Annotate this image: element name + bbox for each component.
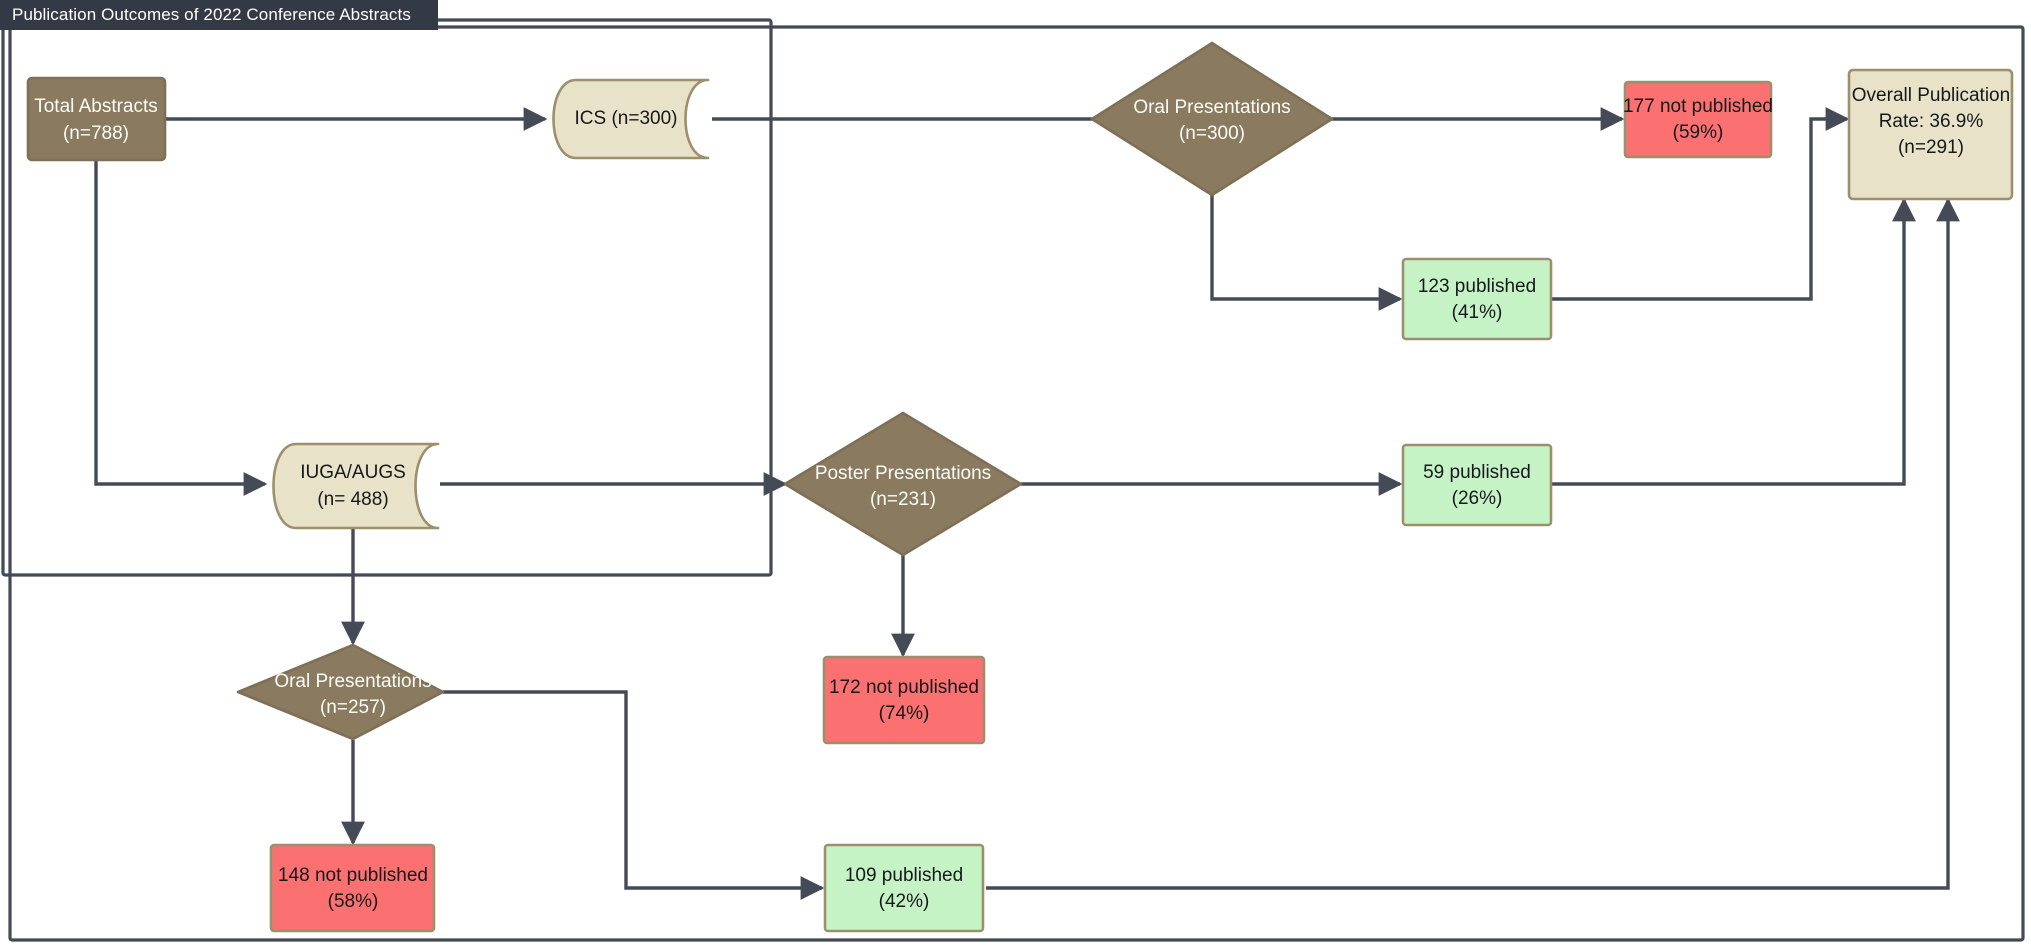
node-ics-oral-published-line2: (41%): [1452, 302, 1503, 323]
node-overall-publication-rate-line1: Overall Publication: [1852, 85, 2010, 106]
edge-total-to-iuga: [94, 160, 268, 496]
node-poster-presentations-line2: (n=231): [870, 489, 936, 510]
outer-frame: [8, 25, 2025, 942]
node-ics-oral-presentations-line1: Oral Presentations: [1133, 97, 1290, 118]
node-ics-oral-presentations[interactable]: Oral Presentations (n=300): [1090, 41, 1334, 197]
node-ics-shape: [552, 78, 710, 160]
node-poster-published-line2: (26%): [1452, 488, 1503, 509]
node-poster-published-line1: 59 published: [1423, 462, 1531, 483]
node-poster-presentations-line1: Poster Presentations: [815, 463, 991, 484]
node-iuga-oral-published-line1: 109 published: [845, 865, 963, 886]
node-poster-published[interactable]: 59 published (26%): [1401, 443, 1553, 527]
node-ics-oral-published-shape: [1401, 257, 1553, 341]
node-iuga-augs-line1: IUGA/AUGS: [300, 462, 406, 483]
node-overall-publication-rate-line2: Rate: 36.9%: [1879, 111, 1984, 132]
node-poster-not-published-line2: (74%): [879, 703, 930, 724]
node-poster-not-published[interactable]: 172 not published (74%): [822, 655, 986, 745]
node-ics-oral-published[interactable]: 123 published (41%): [1401, 257, 1553, 341]
node-iuga-oral-not-published-shape: [269, 843, 436, 933]
node-total-abstracts-shape: [26, 76, 167, 162]
node-overall-publication-rate-shape: [1847, 68, 2014, 201]
node-ics[interactable]: ICS (n=300): [552, 78, 710, 160]
node-ics-oral-not-published[interactable]: 177 not published (59%): [1623, 80, 1773, 159]
edge-layer: [94, 107, 1960, 900]
node-iuga-augs[interactable]: IUGA/AUGS (n= 488): [272, 442, 440, 530]
edge-ics-oral-to-published: [1210, 167, 1403, 311]
node-poster-not-published-shape: [822, 655, 986, 745]
node-total-abstracts-line2: (n=788): [63, 123, 129, 144]
node-poster-published-shape: [1401, 443, 1553, 527]
node-overall-publication-rate-line3: (n=291): [1898, 137, 1964, 158]
edge-iuga-oral-to-published: [443, 690, 825, 900]
node-iuga-oral-published[interactable]: 109 published (42%): [823, 843, 985, 933]
node-ics-oral-presentations-shape: [1090, 41, 1334, 197]
edge-ics-published-to-overall: [1552, 107, 1850, 301]
node-iuga-oral-published-shape: [823, 843, 985, 933]
window-title-bar: Publication Outcomes of 2022 Conference …: [0, 0, 438, 30]
node-iuga-oral-presentations-line1: Oral Presentations: [274, 671, 431, 692]
window-title-text: Publication Outcomes of 2022 Conference …: [12, 5, 411, 24]
node-iuga-oral-presentations-line2: (n=257): [320, 697, 386, 718]
node-ics-oral-published-line1: 123 published: [1418, 276, 1536, 297]
node-total-abstracts[interactable]: Total Abstracts (n=788): [26, 76, 167, 162]
node-ics-oral-presentations-line2: (n=300): [1179, 123, 1245, 144]
node-overall-publication-rate[interactable]: Overall Publication Rate: 36.9% (n=291): [1847, 68, 2014, 201]
node-ics-label: ICS (n=300): [575, 108, 678, 129]
edge-iuga-published-to-overall: [986, 197, 1960, 890]
node-iuga-oral-not-published-line1: 148 not published: [278, 865, 428, 886]
node-iuga-oral-not-published[interactable]: 148 not published (58%): [269, 843, 436, 933]
node-iuga-augs-shape: [272, 442, 440, 530]
node-iuga-augs-line2: (n= 488): [317, 489, 388, 510]
node-ics-oral-not-published-shape: [1623, 80, 1773, 159]
node-iuga-oral-presentations[interactable]: Oral Presentations (n=257): [236, 643, 445, 741]
node-poster-not-published-line1: 172 not published: [829, 677, 979, 698]
edge-poster-published-to-overall: [1552, 197, 1916, 486]
node-total-abstracts-line1: Total Abstracts: [34, 96, 158, 117]
node-ics-oral-not-published-line2: (59%): [1673, 122, 1724, 143]
node-iuga-oral-presentations-shape: [236, 643, 445, 741]
node-poster-presentations[interactable]: Poster Presentations (n=231): [783, 411, 1023, 557]
node-iuga-oral-not-published-line2: (58%): [328, 891, 379, 912]
node-iuga-oral-published-line2: (42%): [879, 891, 930, 912]
node-poster-presentations-shape: [783, 411, 1023, 557]
node-ics-oral-not-published-line1: 177 not published: [1623, 96, 1773, 117]
